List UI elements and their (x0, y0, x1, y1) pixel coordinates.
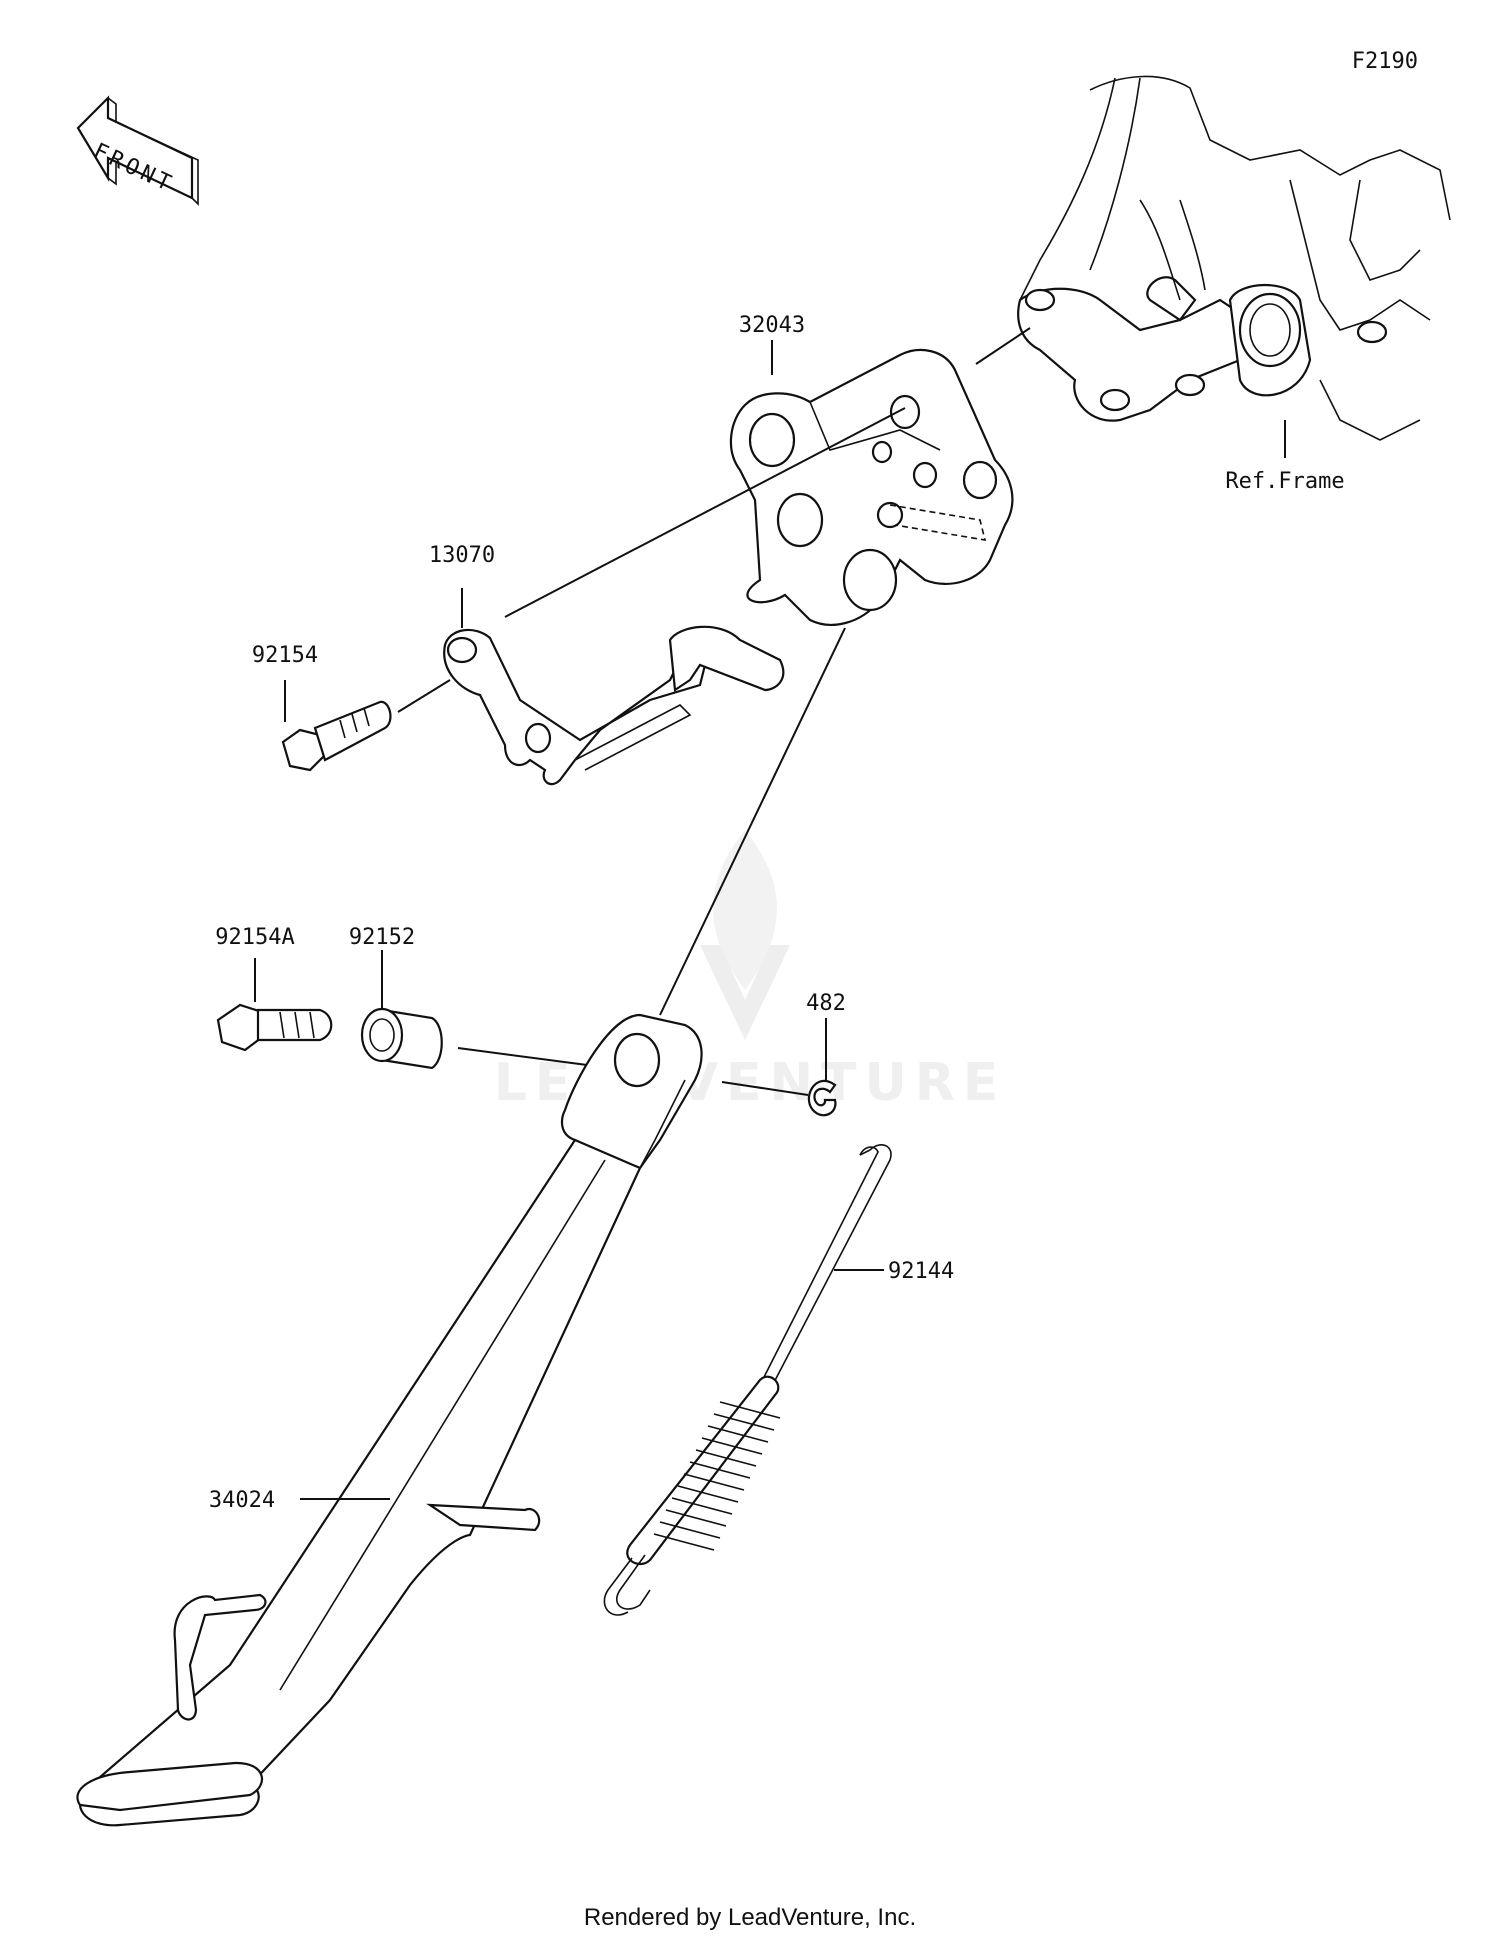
label-34024: 34024 (209, 1488, 275, 1513)
part-13070-switch-bracket[interactable]: 13070 (429, 543, 785, 786)
label-482: 482 (806, 991, 846, 1016)
label-92144: 92144 (888, 1259, 954, 1284)
label-92154: 92154 (252, 643, 318, 668)
part-482-circlip[interactable]: 482 (721, 991, 846, 1117)
part-32043-bracket[interactable]: 32043 (504, 313, 1014, 626)
footer-credit: Rendered by LeadVenture, Inc. (584, 1904, 916, 1931)
front-arrow-icon: FRONT (76, 95, 199, 206)
label-32043: 32043 (739, 313, 805, 338)
label-92154A: 92154A (215, 925, 294, 950)
ref-frame-label: Ref.Frame (1225, 469, 1344, 494)
part-34024-side-stand[interactable]: 34024 (76, 627, 846, 1827)
frame-reference[interactable]: Ref.Frame (975, 75, 1451, 494)
part-92144-spring[interactable]: 92144 (603, 1144, 954, 1616)
part-92152-collar[interactable]: 92152 (349, 925, 611, 1070)
part-92154A-bolt[interactable]: 92154A (215, 925, 333, 1052)
label-92152: 92152 (349, 925, 415, 950)
diagram-code: F2190 (1352, 49, 1418, 74)
part-92154-bolt[interactable]: 92154 (252, 643, 451, 772)
watermark: LEADVENTURE (494, 830, 998, 1113)
label-13070: 13070 (429, 543, 495, 568)
